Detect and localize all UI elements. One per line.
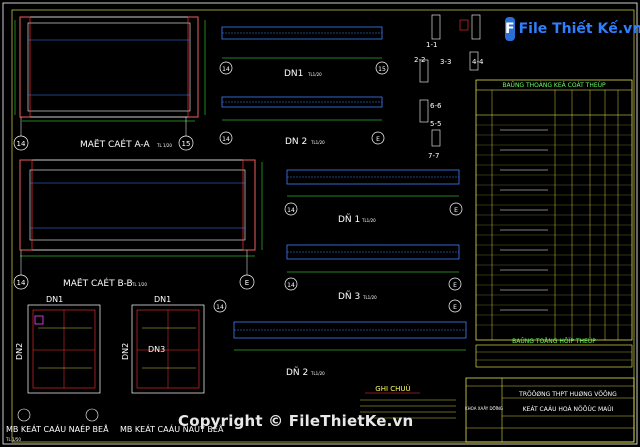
axis-e-dn2: E [376, 136, 380, 143]
steel-total-table [475, 344, 633, 368]
watermark-logo: F File Thiết Kế.vn [505, 14, 640, 44]
axis-14-dn3b: 14 [287, 282, 295, 289]
section-bb [13, 159, 263, 290]
axis-15-dn1: 15 [378, 66, 386, 73]
plan-bottom-title: MB KEÁT CAÁU ÑAÙY BEÅ [120, 423, 224, 434]
axis-e-dn3b: E [453, 282, 457, 289]
plan-lid-title: MB KEÁT CAÁU NAÉP BEÅ [6, 423, 109, 434]
axis-15-label: 15 [182, 140, 191, 148]
plan-dn2-label: DN2 [15, 343, 24, 360]
axis-e-label-b: E [245, 279, 249, 287]
title-project: TRÖÔØNG THPT HUØNG VÖÔNG [518, 391, 617, 398]
cross-sections [419, 14, 481, 147]
logo-text: File Thiết Kế [518, 21, 618, 37]
plan2-dn3-label: DN3 [148, 345, 165, 354]
copyright-watermark: Copyright © FileThietKe.vn [178, 412, 414, 430]
dn1b-scale: TL1/20 [361, 218, 376, 223]
section-aa-title: MAËT CAÉT A-A [80, 138, 150, 150]
plan-lid [17, 304, 101, 422]
beam-dn1b [284, 169, 463, 216]
plan2-dn2-label: DN2 [121, 343, 130, 360]
cut-7-7: 7-7 [428, 152, 439, 160]
beam-dn3b [284, 244, 462, 291]
notes-title: GHI CHUÙ [375, 384, 410, 393]
cut-3-3: 3-3 [440, 58, 451, 66]
axis-14-label: 14 [17, 140, 26, 148]
cut-6-6: 6-6 [430, 102, 442, 110]
dn3b-scale: TL1/20 [362, 295, 377, 300]
dn2-title: DN 2 [285, 137, 307, 147]
axis-14-dn2: 14 [222, 136, 230, 143]
steel-schedule-table [475, 79, 633, 341]
steel-total-title: BAÛNG TOÅNG HÔÏP THEÙP [512, 338, 596, 345]
section-bb-title: MAËT CAÉT B-B [63, 277, 133, 289]
section-bb-scale: TL 1/20 [131, 282, 147, 287]
cut-1-1: 1-1 [426, 41, 437, 49]
axis-14-label-b: 14 [17, 279, 26, 287]
beam-dn2 [219, 96, 385, 145]
dn3b-title: DÑ 3 [338, 291, 360, 302]
drawing-inner-border [11, 9, 635, 443]
plan2-dn1-label: DN1 [154, 295, 171, 304]
steel-table-title: BAÛNG THOÁNG KEÂ COÁT THEÙP [502, 82, 606, 89]
cut-5-5: 5-5 [430, 120, 441, 128]
cut-4-4: 4-4 [472, 58, 484, 66]
beam-dn1 [219, 26, 389, 75]
axis-e-dn1b: E [454, 207, 458, 214]
plan-bottom [131, 304, 205, 394]
axis-14-dn1b: 14 [287, 207, 295, 214]
section-aa-scale: TL 1/20 [156, 143, 172, 148]
logo-suffix: .vn [617, 21, 640, 37]
section-aa [13, 16, 206, 151]
axis-e-dn2c: E [453, 304, 457, 311]
dn2-scale: TL1/20 [310, 140, 325, 145]
dn2c-title: DÑ 2 [286, 367, 308, 378]
dn1b-title: DÑ 1 [338, 214, 360, 225]
plan-lid-scale: TL 1/50 [5, 437, 21, 442]
beam-dn2c [213, 299, 467, 351]
dn1-scale: TL1/20 [307, 72, 322, 77]
notes-block [360, 392, 456, 419]
title-drawing: KEÁT CAÁU HOÁ NÖÔÙC MAÙI [523, 406, 614, 413]
axis-14-dn1: 14 [222, 66, 230, 73]
axis-14-dn2c: 14 [216, 304, 224, 311]
dn2c-scale: TL1/20 [310, 371, 325, 376]
title-label-a: KHOA XAÂY DÖÏNG [465, 406, 503, 411]
cut-2-2: 2-2 [414, 56, 425, 64]
logo-mark-icon: F [505, 17, 515, 41]
dn1-title: DN1 [284, 69, 303, 79]
plan-dn1-label: DN1 [46, 295, 63, 304]
title-block [465, 377, 635, 443]
